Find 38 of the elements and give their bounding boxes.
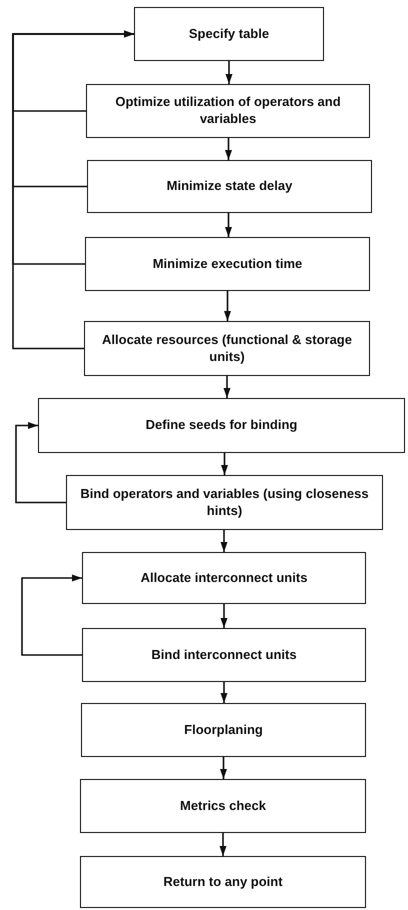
step-label: Bind interconnect units <box>151 646 297 664</box>
step-label: Floorplaning <box>184 722 263 738</box>
arrow <box>220 682 228 703</box>
step-label: Specify table <box>188 26 270 42</box>
step-label: Return to any point <box>163 874 283 890</box>
step-label: Minimize execution time <box>152 256 302 272</box>
process-box <box>38 398 405 453</box>
arrow <box>225 138 232 160</box>
arrow <box>220 757 227 779</box>
arrow <box>224 291 231 321</box>
process-box <box>80 856 366 908</box>
step-label: Define seeds for binding <box>146 417 298 434</box>
step-label: Allocate resources (functional & storage units) <box>101 332 353 366</box>
step-label: Optimize utilization of operators and variables <box>114 94 342 128</box>
arrow <box>226 61 232 84</box>
arrow <box>15 422 66 504</box>
arrow <box>220 530 228 552</box>
arrow <box>21 574 82 656</box>
process-box <box>85 237 370 291</box>
arrow <box>224 376 230 398</box>
arrow <box>220 833 226 856</box>
step-label: Allocate interconnect units <box>140 570 308 586</box>
process-box <box>81 703 366 757</box>
arrow <box>225 213 232 237</box>
arrow <box>221 453 228 475</box>
step-label: Metrics check <box>180 798 266 814</box>
process-box <box>87 160 372 213</box>
arrow <box>220 604 228 628</box>
process-box <box>82 552 366 604</box>
process-box <box>66 475 383 530</box>
step-label: Minimize state delay <box>166 178 292 195</box>
process-box <box>134 7 324 61</box>
process-box <box>80 779 366 833</box>
process-box <box>86 84 370 138</box>
process-box <box>84 321 370 376</box>
arrow <box>12 30 134 350</box>
step-label: Bind operators and variables (using closeness hints) <box>79 486 370 520</box>
process-box <box>82 628 366 682</box>
